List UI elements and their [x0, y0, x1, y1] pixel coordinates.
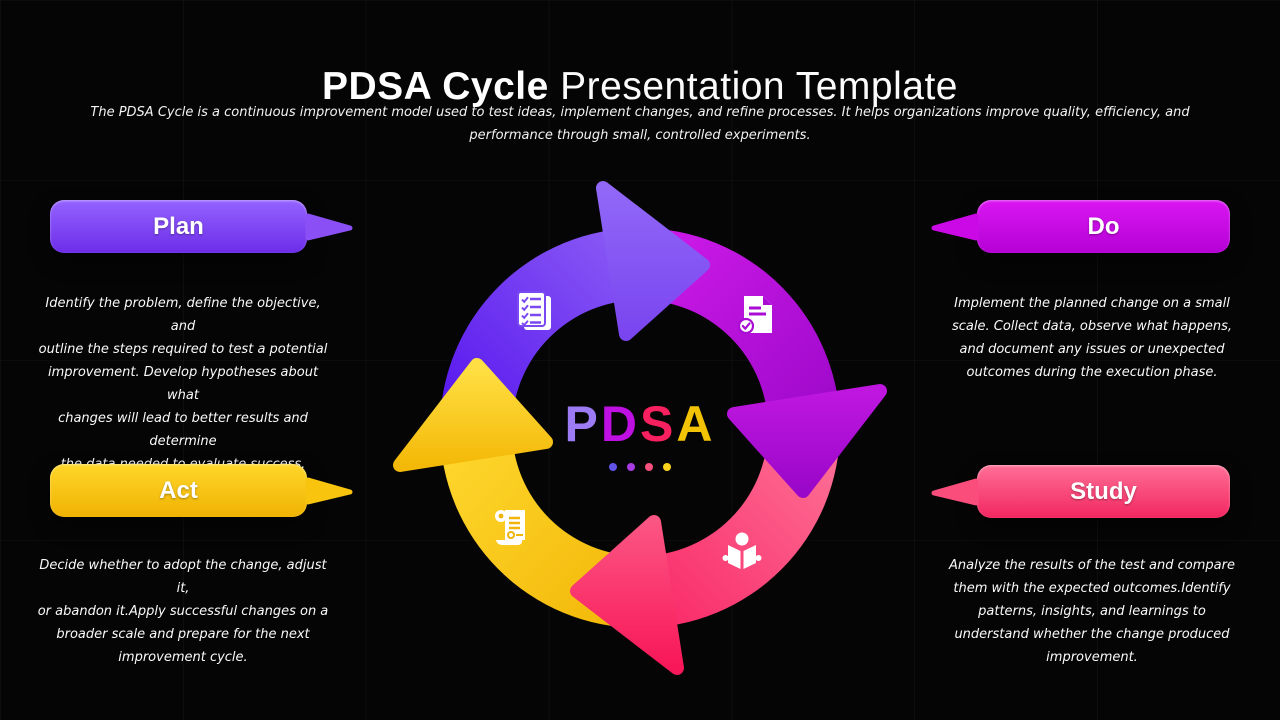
- scroll-icon: [495, 510, 525, 546]
- pdsa-cycle-diagram: [393, 181, 887, 675]
- center-letter-s: S: [640, 396, 677, 452]
- study-label: Study: [1070, 478, 1137, 505]
- description-line: patterns, insights, and learnings to: [978, 604, 1206, 619]
- description-line: improvement.: [1046, 650, 1138, 665]
- study-callout-pointer: [931, 478, 979, 506]
- act-description: Decide whether to adopt the change, adju…: [33, 554, 333, 669]
- title-emphasis: PDSA Cycle: [321, 65, 549, 109]
- center-letter-d: D: [600, 396, 640, 452]
- center-letter-a: A: [676, 396, 716, 452]
- description-line: improvement. Develop hypotheses about wh…: [47, 365, 319, 403]
- study-callout: Study: [931, 465, 1230, 518]
- act-label: Act: [159, 477, 198, 504]
- do-callout: Do: [931, 200, 1230, 253]
- subtitle-line: performance through small, controlled ex…: [469, 128, 811, 143]
- act-arrowhead: [393, 358, 553, 472]
- do-label: Do: [1087, 213, 1120, 240]
- plan-label: Plan: [153, 213, 204, 240]
- title-rest: Presentation Template: [548, 65, 958, 109]
- plan-arrowhead: [596, 181, 710, 341]
- person-reading-icon: [722, 532, 762, 569]
- slide-subtitle: The PDSA Cycle is a continuous improveme…: [0, 101, 1280, 147]
- description-line: Analyze the results of the test and comp…: [949, 558, 1235, 573]
- do-arrowhead: [727, 384, 887, 498]
- plan-callout: Plan: [50, 200, 353, 253]
- description-line: them with the expected outcomes.Identify: [953, 581, 1231, 596]
- description-line: scale. Collect data, observe what happen…: [951, 319, 1232, 334]
- cycle-dot: [609, 463, 617, 471]
- plan-description: Identify the problem, define the objecti…: [33, 292, 333, 476]
- description-line: Identify the problem, define the objecti…: [45, 296, 321, 334]
- description-line: outline the steps required to test a pot…: [38, 342, 328, 357]
- plan-callout-pointer: [305, 213, 353, 241]
- description-line: broader scale and prepare for the next: [56, 627, 310, 642]
- description-line: and document any issues or unexpected: [959, 342, 1225, 357]
- description-line: changes will lead to better results and …: [58, 411, 308, 449]
- description-line: or abandon it.Apply successful changes o…: [37, 604, 329, 619]
- cycle-dot: [627, 463, 635, 471]
- document-check-icon: [737, 296, 772, 335]
- act-callout-pointer: [305, 477, 353, 505]
- description-line: improvement cycle.: [118, 650, 248, 665]
- checklist-icon: [517, 291, 551, 330]
- description-line: Implement the planned change on a small: [954, 296, 1230, 311]
- study-arrowhead: [570, 515, 684, 675]
- do-description: Implement the planned change on a small …: [942, 292, 1242, 384]
- cycle-dot: [645, 463, 653, 471]
- center-letter-p: P: [564, 396, 601, 452]
- description-line: Decide whether to adopt the change, adju…: [39, 558, 327, 596]
- page-title: PDSA Cycle Presentation Template: [0, 64, 1280, 110]
- subtitle-line: The PDSA Cycle is a continuous improveme…: [90, 105, 1190, 120]
- center-dots: [0, 462, 1280, 472]
- act-callout: Act: [50, 464, 353, 517]
- study-description: Analyze the results of the test and comp…: [942, 554, 1242, 669]
- description-line: outcomes during the execution phase.: [966, 365, 1218, 380]
- center-word: PDSA: [490, 398, 790, 450]
- description-line: understand whether the change produced: [954, 627, 1230, 642]
- do-callout-pointer: [931, 213, 979, 241]
- cycle-dot: [663, 463, 671, 471]
